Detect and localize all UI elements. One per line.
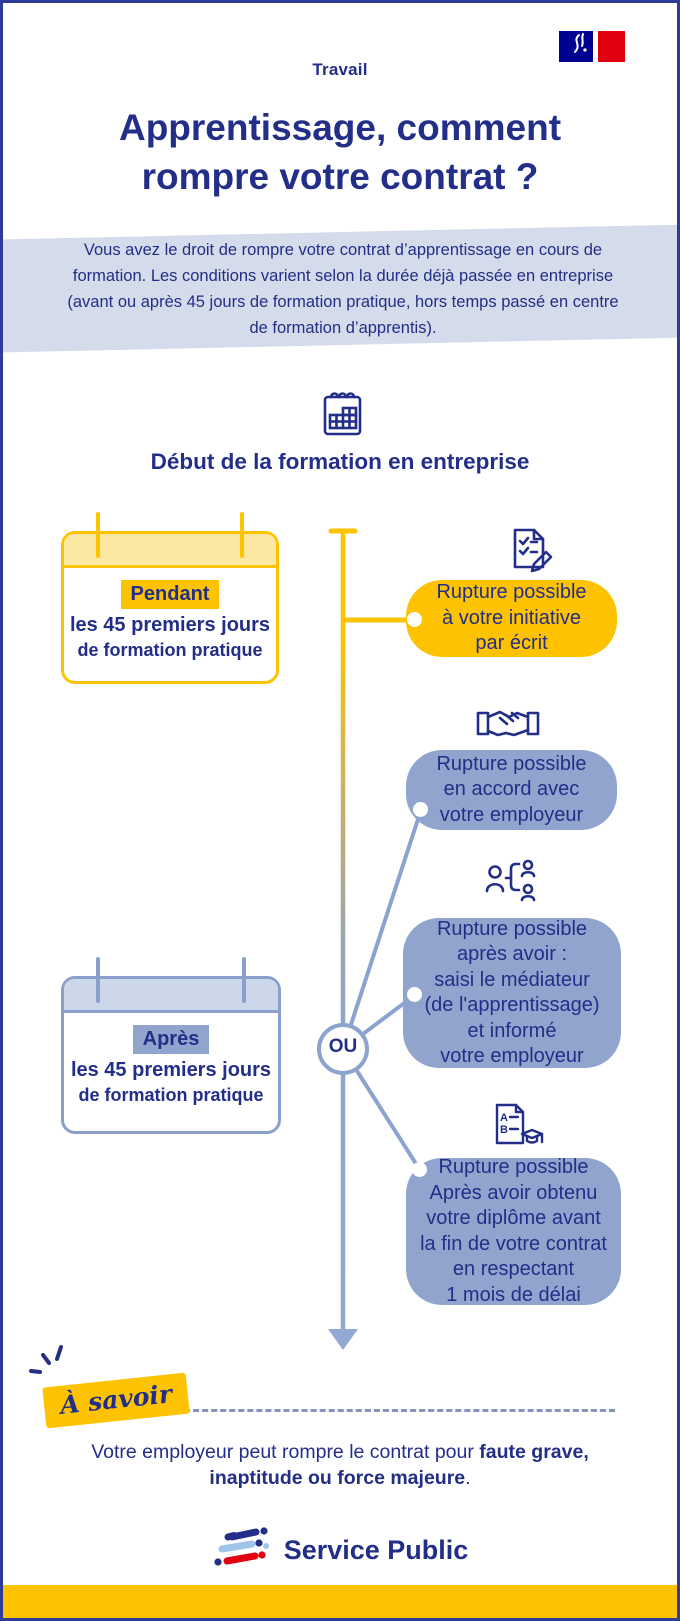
calendar-pin bbox=[242, 957, 246, 1003]
bubble-line: votre diplôme avant bbox=[426, 1207, 601, 1229]
period-highlight: Après bbox=[132, 1025, 210, 1054]
bubble-line: après avoir : bbox=[456, 943, 568, 965]
bubble-line: votre employeur bbox=[439, 803, 584, 826]
period-box-pendant: Pendant les 45 premiers jours de formati… bbox=[61, 512, 279, 684]
period-line2: de formation pratique bbox=[78, 1085, 264, 1105]
connector-dot bbox=[413, 802, 428, 817]
or-node-label: OU bbox=[328, 1036, 358, 1057]
bubble-line: en accord avec bbox=[443, 778, 580, 801]
brand-name: Service Public bbox=[283, 1534, 469, 1565]
bubble-line: Rupture possible bbox=[438, 1156, 589, 1178]
handshake-icon bbox=[475, 703, 541, 745]
flag-blue-block bbox=[559, 31, 593, 62]
connector-dot bbox=[407, 987, 422, 1002]
rupture-bubble-mediateur: Rupture possible après avoir : saisi le … bbox=[403, 918, 621, 1068]
flag-red-block bbox=[598, 31, 625, 62]
note-bold: faute grave, bbox=[479, 1441, 589, 1463]
page-title: Apprentissage, comment rompre votre cont… bbox=[3, 103, 677, 201]
spark-lines-icon bbox=[29, 1345, 63, 1374]
bubble-line: (de l'apprentissage) bbox=[424, 994, 600, 1016]
period-line1: les 45 premiers jours bbox=[70, 1059, 272, 1081]
intro-band: Vous avez le droit de rompre votre contr… bbox=[3, 224, 677, 353]
page-title-line2: rompre votre contrat ? bbox=[141, 156, 539, 197]
bubble-line: saisi le médiateur bbox=[434, 968, 590, 991]
calendar-pin bbox=[240, 512, 244, 558]
bubble-line: la fin de votre contrat bbox=[420, 1232, 607, 1255]
calendar-pin bbox=[96, 957, 100, 1003]
note-bold: inaptitude ou force majeure bbox=[209, 1467, 466, 1489]
page-title-line1: Apprentissage, comment bbox=[118, 107, 562, 148]
note-normal: Votre employeur peut rompre le contrat p… bbox=[91, 1441, 480, 1463]
period-line1: les 45 premiers jours bbox=[69, 614, 271, 636]
category-label: Travail bbox=[312, 60, 368, 79]
calendar-pin bbox=[96, 512, 100, 558]
bubble-line: Rupture possible bbox=[436, 752, 587, 775]
intro-text: Vous avez le droit de rompre votre contr… bbox=[67, 240, 619, 337]
bubble-line: et informé bbox=[467, 1019, 557, 1042]
rupture-bubble-diplome: Rupture possible Après avoir obtenu votr… bbox=[406, 1156, 621, 1306]
period-line2: de formation pratique bbox=[77, 640, 263, 660]
bubble-line: Après avoir obtenu bbox=[429, 1181, 598, 1204]
bubble-line: par écrit bbox=[475, 632, 548, 655]
bubble-line: votre employeur bbox=[440, 1045, 584, 1067]
bubble-line: Rupture possible bbox=[436, 917, 588, 940]
diploma-letter-a: A bbox=[500, 1112, 508, 1124]
diploma-letter-b: B bbox=[500, 1124, 508, 1136]
section-title: Début de la formation en entreprise bbox=[150, 449, 530, 474]
connector-dot bbox=[407, 612, 422, 627]
french-government-flag-icon bbox=[559, 31, 625, 62]
checklist-pencil-icon bbox=[503, 525, 555, 577]
period-box-apres: Après les 45 premiers jours de formation… bbox=[61, 957, 281, 1134]
bubble-line: en respectant bbox=[452, 1258, 575, 1280]
flag-gap bbox=[593, 31, 598, 62]
brand-row: Service Public bbox=[3, 1524, 677, 1576]
mediator-icon bbox=[485, 855, 539, 907]
period-highlight: Pendant bbox=[120, 580, 220, 609]
note-normal: . bbox=[465, 1467, 471, 1489]
footer-yellow-bar bbox=[3, 1585, 677, 1618]
connector-dot bbox=[412, 1162, 427, 1177]
rupture-bubble-accord: Rupture possible en accord avec votre em… bbox=[406, 750, 617, 830]
dashed-divider bbox=[175, 1409, 615, 1412]
calendar-icon bbox=[319, 386, 367, 446]
rupture-bubble-initiative: Rupture possible à votre initiative par … bbox=[406, 580, 617, 657]
bubble-line: Rupture possible bbox=[436, 581, 587, 604]
bubble-line: à votre initiative bbox=[442, 606, 581, 629]
note-text: Votre employeur peut rompre le contrat p… bbox=[3, 1439, 677, 1491]
bubble-line: 1 mois de délai bbox=[446, 1283, 581, 1306]
diploma-icon: A B bbox=[489, 1101, 545, 1153]
service-public-logo-icon bbox=[214, 1527, 269, 1566]
